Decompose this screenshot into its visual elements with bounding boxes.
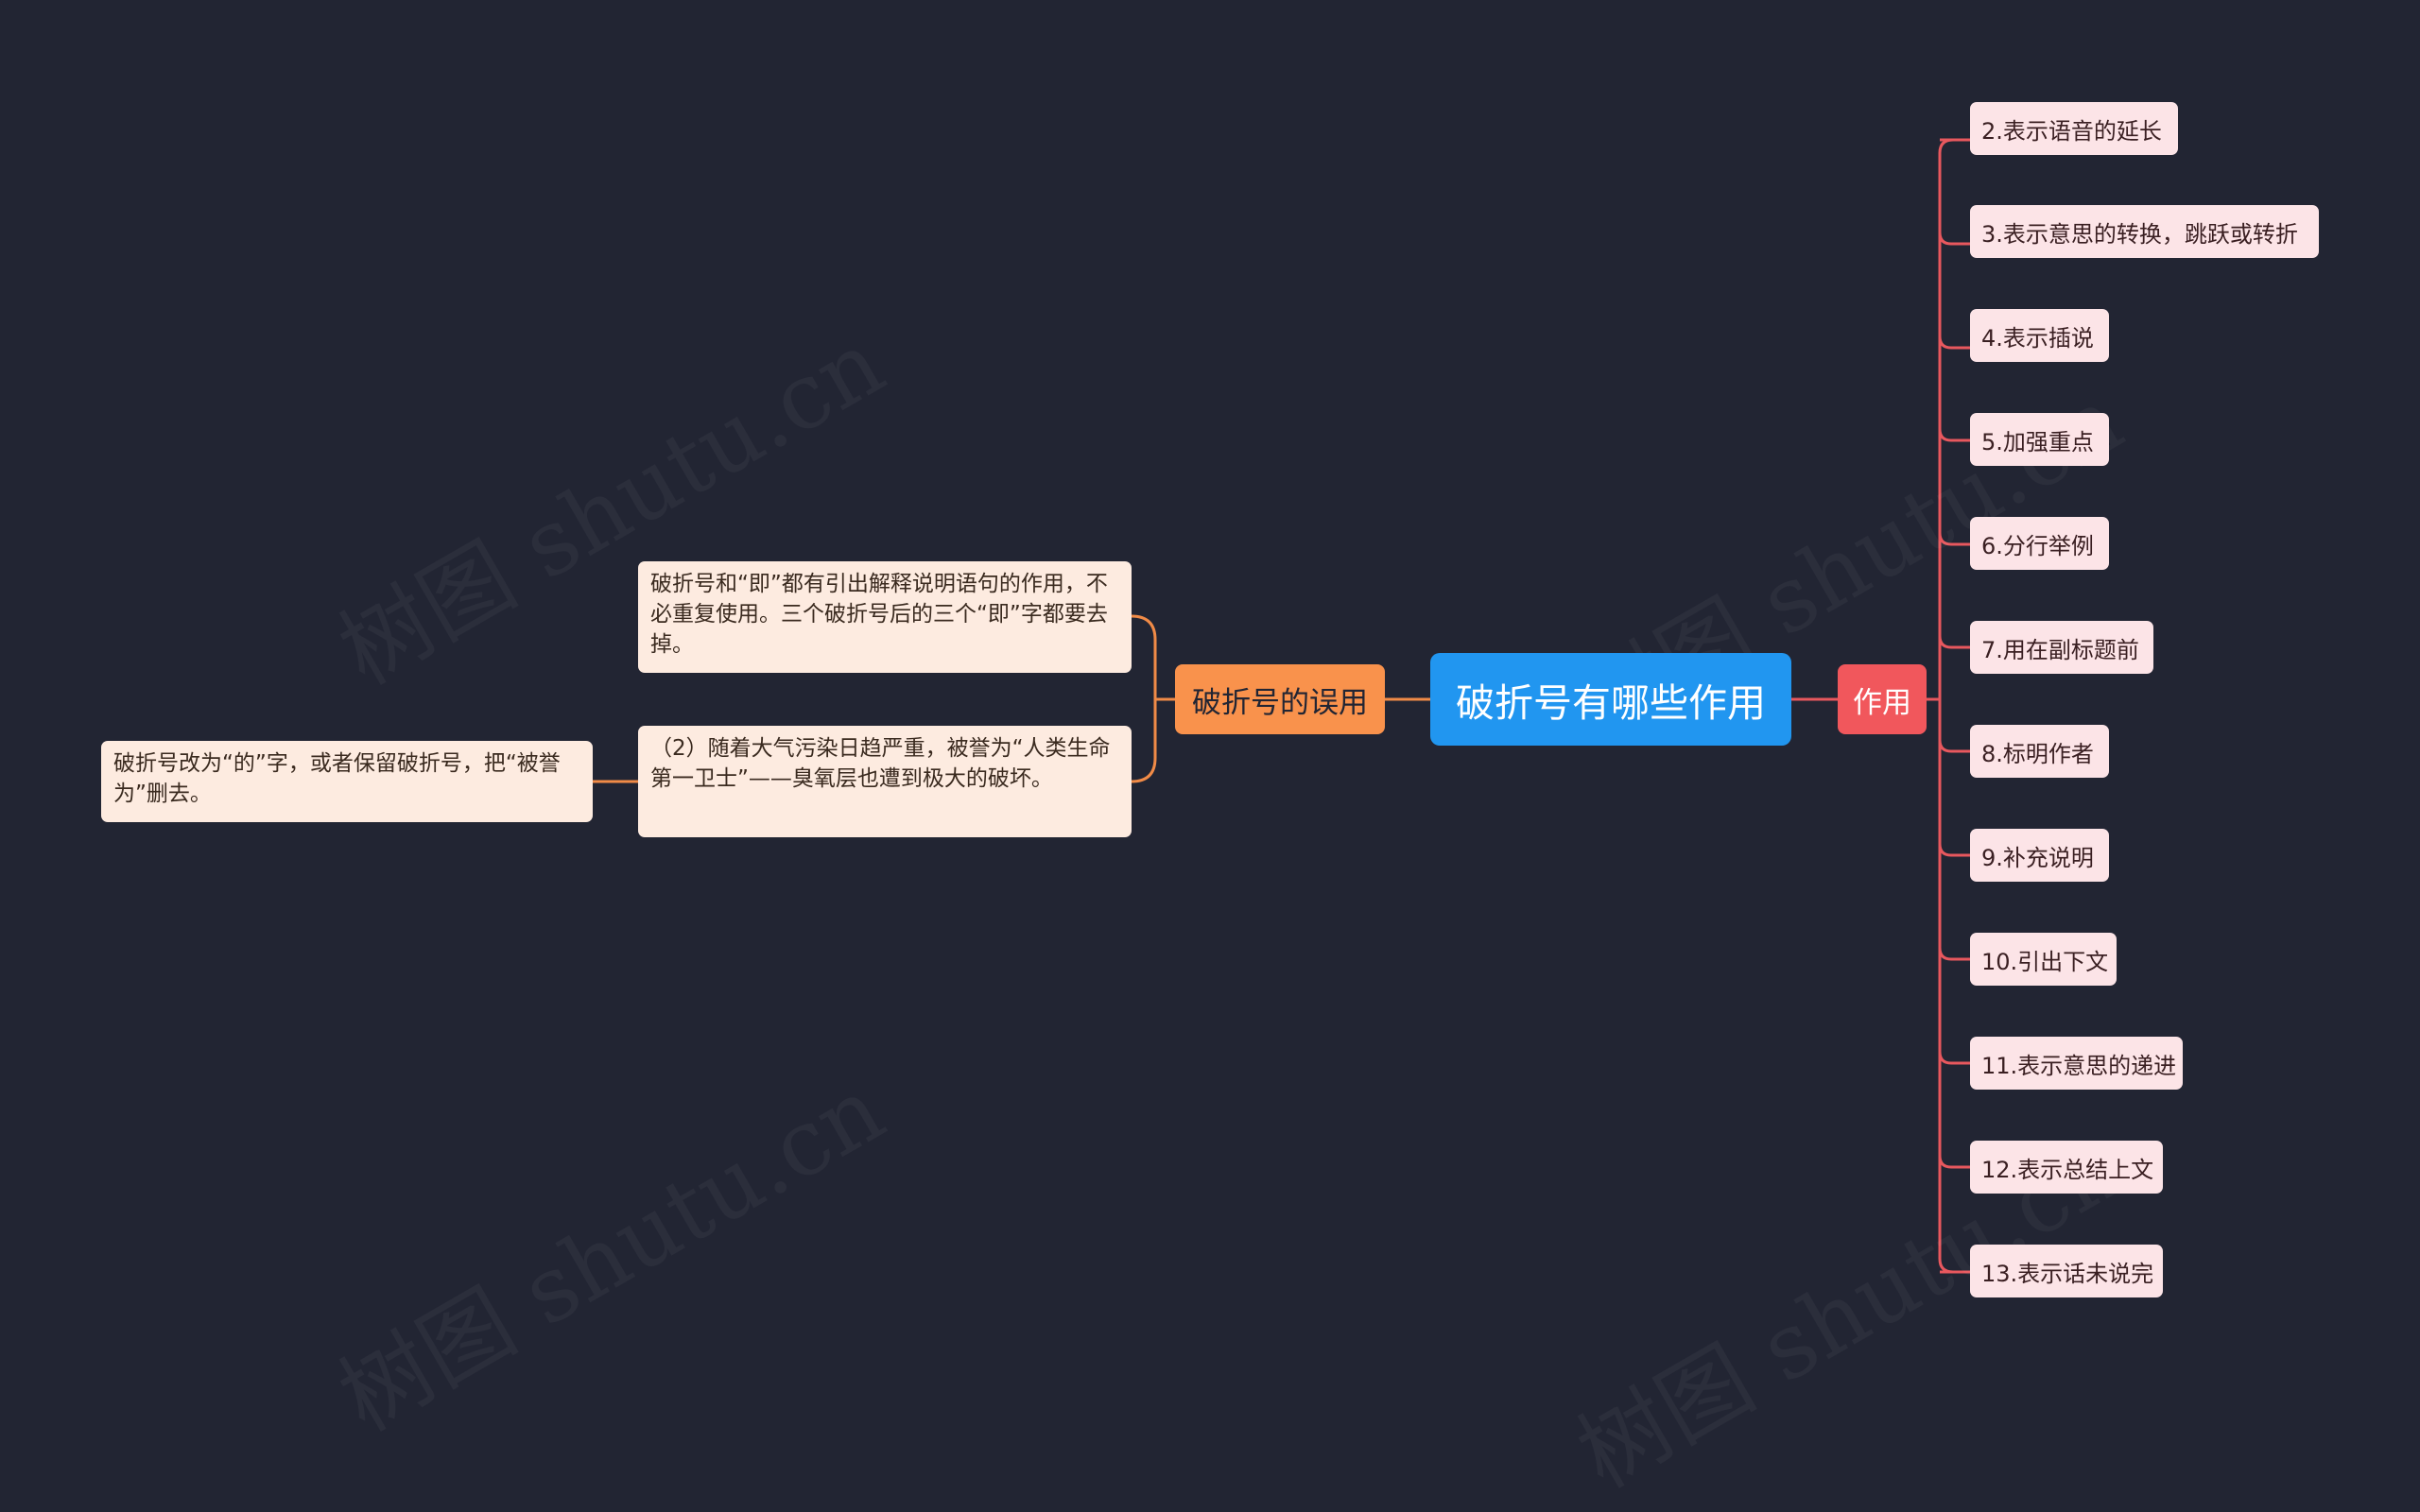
link-usage-tick bbox=[1938, 532, 1970, 546]
misuse-item-correction-text: 破折号改为“的”字，或者保留破折号，把“被誉为”删去。 bbox=[113, 751, 561, 806]
usage-item[interactable]: 4.表示插说 bbox=[1970, 309, 2109, 362]
link-usage-tick bbox=[1938, 428, 1970, 442]
usage-item-label: 9.补充说明 bbox=[1981, 844, 2094, 871]
usage-item[interactable]: 13.表示话未说完 bbox=[1970, 1245, 2163, 1297]
usage-item-label: 4.表示插说 bbox=[1981, 324, 2094, 352]
mindmap-canvas: 树图 shutu.cn 树图 shutu.cn 树图 shutu.cn 树图 s… bbox=[101, 102, 2319, 1297]
branch-misuse[interactable]: 破折号的误用 bbox=[1175, 664, 1385, 734]
usage-item[interactable]: 11.表示意思的递进 bbox=[1970, 1037, 2183, 1090]
connector-lines bbox=[593, 138, 1970, 1274]
usage-item[interactable]: 2.表示语音的延长 bbox=[1970, 102, 2178, 155]
link-usage-tick bbox=[1938, 739, 1970, 753]
misuse-item-correction[interactable]: 破折号改为“的”字，或者保留破折号，把“被誉为”删去。 bbox=[101, 741, 593, 822]
link-usage-spine bbox=[1938, 138, 1954, 1274]
link-usage-tick bbox=[1938, 1051, 1970, 1065]
usage-item-label: 6.分行举例 bbox=[1981, 532, 2094, 559]
usage-item[interactable]: 12.表示总结上文 bbox=[1970, 1141, 2163, 1194]
usage-item[interactable]: 6.分行举例 bbox=[1970, 517, 2109, 570]
misuse-item-text: （2）随着大气污染日趋严重，被誉为“人类生命第一卫士”——臭氧层也遭到极大的破坏… bbox=[650, 736, 1111, 791]
link-usage-tick bbox=[1938, 335, 1970, 350]
usage-item-label: 10.引出下文 bbox=[1981, 948, 2109, 975]
link-misuse-spine bbox=[1131, 614, 1157, 783]
misuse-item-text: 破折号和“即”都有引出解释说明语句的作用，不必重复使用。三个破折号后的三个“即”… bbox=[650, 572, 1108, 657]
usage-item-label: 7.用在副标题前 bbox=[1981, 636, 2139, 663]
usage-item-label: 8.标明作者 bbox=[1981, 740, 2094, 767]
usage-item[interactable]: 5.加强重点 bbox=[1970, 413, 2109, 466]
usage-item-label: 3.表示意思的转换，跳跃或转折 bbox=[1981, 220, 2298, 248]
misuse-item[interactable]: 破折号和“即”都有引出解释说明语句的作用，不必重复使用。三个破折号后的三个“即”… bbox=[638, 561, 1132, 673]
branch-misuse-label: 破折号的误用 bbox=[1192, 685, 1368, 720]
link-usage-tick bbox=[1938, 947, 1970, 961]
branch-usage-label: 作用 bbox=[1853, 685, 1911, 720]
misuse-item[interactable]: （2）随着大气污染日趋严重，被誉为“人类生命第一卫士”——臭氧层也遭到极大的破坏… bbox=[638, 726, 1132, 837]
usage-item[interactable]: 3.表示意思的转换，跳跃或转折 bbox=[1970, 205, 2319, 258]
usage-item[interactable]: 10.引出下文 bbox=[1970, 933, 2117, 986]
usage-item-label: 2.表示语音的延长 bbox=[1981, 117, 2162, 145]
usage-item-label: 12.表示总结上文 bbox=[1981, 1156, 2154, 1183]
usage-item[interactable]: 8.标明作者 bbox=[1970, 725, 2109, 778]
link-usage-tick bbox=[1938, 1155, 1970, 1169]
root-topic[interactable]: 破折号有哪些作用 bbox=[1430, 653, 1791, 746]
link-usage-tick bbox=[1938, 843, 1970, 857]
root-topic-label: 破折号有哪些作用 bbox=[1456, 680, 1766, 726]
usage-item[interactable]: 7.用在副标题前 bbox=[1970, 621, 2153, 674]
usage-item[interactable]: 9.补充说明 bbox=[1970, 829, 2109, 882]
usage-item-label: 13.表示话未说完 bbox=[1981, 1260, 2154, 1287]
link-usage-tick bbox=[1938, 232, 1970, 246]
branch-usage[interactable]: 作用 bbox=[1838, 664, 1927, 734]
usage-item-label: 11.表示意思的递进 bbox=[1981, 1052, 2177, 1079]
usage-item-label: 5.加强重点 bbox=[1981, 428, 2094, 455]
link-usage-ticks bbox=[1938, 138, 1970, 1274]
link-usage-tick bbox=[1938, 635, 1970, 649]
